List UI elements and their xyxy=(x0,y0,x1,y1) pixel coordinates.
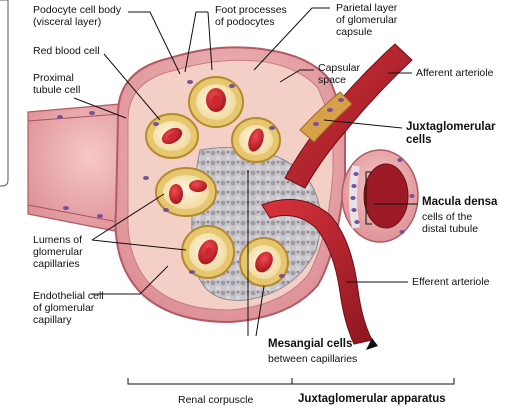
label-mesangial-sub: between capillaries xyxy=(268,353,358,365)
label-mesangial-cells: Mesangial cells xyxy=(268,338,353,350)
label-parietal-layer: Parietal layer of glomerular capsule xyxy=(336,2,397,38)
label-podocyte-cell-body: Podocyte cell body (visceral layer) xyxy=(33,4,121,28)
endothelial-line-2: of glomerular xyxy=(33,302,95,314)
lumens-line-1: Lumens of xyxy=(33,234,83,246)
leader-lines xyxy=(73,7,455,385)
label-red-blood-cell: Red blood cell xyxy=(33,45,100,57)
label-foot-processes: Foot processes of podocytes xyxy=(215,4,287,28)
parietal-line-3: capsule xyxy=(336,26,373,38)
jg-cells-line-1: Juxtaglomerular xyxy=(406,121,496,133)
capillary-2 xyxy=(188,76,244,128)
label-proximal-tubule-cell: Proximal tubule cell xyxy=(33,72,80,96)
label-endothelial-cell: Endothelial cell of glomerular capillary xyxy=(33,290,104,326)
proximal-tubule-nuclei xyxy=(57,111,103,218)
foot-processes-line-1: Foot processes xyxy=(215,4,287,16)
label-afferent-arteriole: Afferent arteriole xyxy=(416,67,494,79)
parietal-line-1: Parietal layer xyxy=(336,2,398,14)
parietal-line-2: of glomerular xyxy=(336,14,398,26)
podocyte-line-2: (visceral layer) xyxy=(33,16,102,28)
capillary-6 xyxy=(239,237,289,287)
macula-densa-nuclei xyxy=(350,158,415,234)
macula-sub-line-1: cells of the xyxy=(422,211,473,223)
label-juxtaglomerular-cells: Juxtaglomerular cells xyxy=(406,121,495,147)
macula-sub-line-2: distal tubule xyxy=(422,223,479,235)
label-macula-densa: Macula densa xyxy=(422,196,498,208)
foot-processes-line-2: of podocytes xyxy=(215,16,275,28)
capillary-3 xyxy=(231,117,281,163)
distal-tubule-lumen xyxy=(363,163,409,229)
lumens-line-2: glomerular xyxy=(33,246,83,258)
afferent-arteriole-vessel xyxy=(284,43,413,189)
jg-cells-line-2: cells xyxy=(406,134,432,146)
lumens-line-3: capillaries xyxy=(33,258,80,270)
label-juxtaglomerular-apparatus: Juxtaglomerular apparatus xyxy=(298,393,446,405)
capsular-line-2: space xyxy=(318,74,347,86)
capillary-5 xyxy=(181,225,235,279)
label-renal-corpuscle: Renal corpuscle xyxy=(178,394,254,406)
capsular-line-1: Capsular xyxy=(318,62,361,74)
capillary-4 xyxy=(155,167,217,217)
label-macula-densa-sub: cells of the distal tubule xyxy=(422,211,478,235)
juxtaglomerular-cell-cluster xyxy=(299,91,353,143)
capillary-1 xyxy=(145,113,199,159)
endothelial-line-3: capillary xyxy=(33,314,72,326)
macula-densa-bracket xyxy=(365,171,372,225)
label-lumens-capillaries: Lumens of glomerular capillaries xyxy=(33,234,83,270)
label-efferent-arteriole: Efferent arteriole xyxy=(412,276,490,288)
label-capsular-space: Capsular space xyxy=(318,62,360,86)
proximal-line-2: tubule cell xyxy=(33,84,81,96)
podocyte-line-1: Podocyte cell body xyxy=(33,4,122,16)
glomerular-capillaries xyxy=(143,76,289,287)
left-frame-line xyxy=(0,0,9,187)
proximal-line-1: Proximal xyxy=(33,72,74,84)
endothelial-line-1: Endothelial cell xyxy=(33,290,104,302)
